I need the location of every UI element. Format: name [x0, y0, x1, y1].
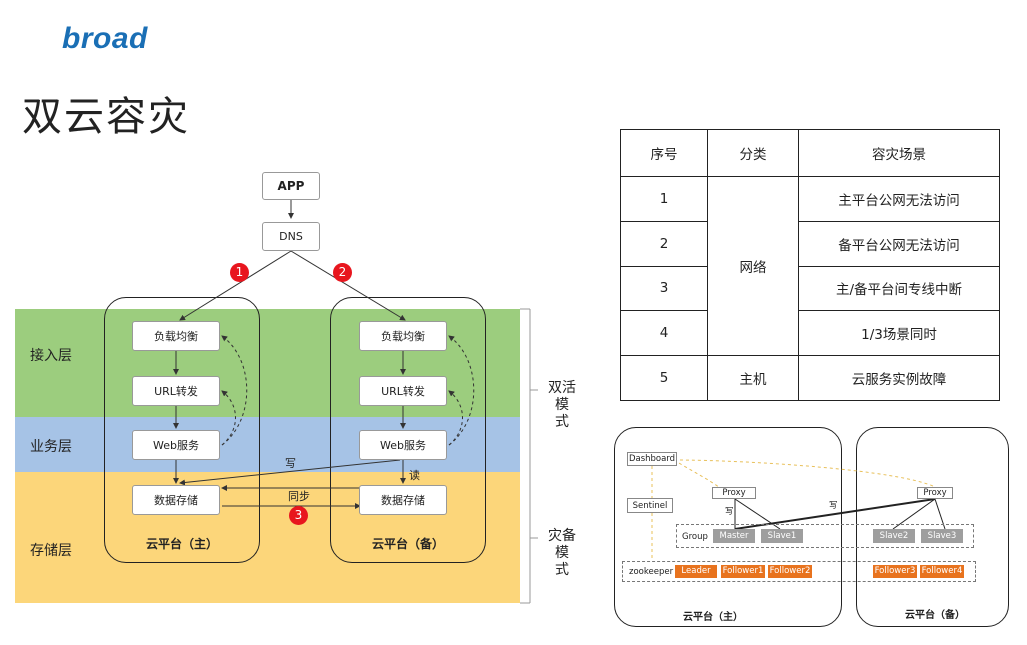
zookeeper-container	[622, 561, 976, 582]
table-row: 2 备平台公网无法访问	[620, 220, 1000, 267]
follower3-node: Follower3	[873, 565, 917, 578]
primary-lb-node: 负载均衡	[132, 321, 220, 351]
business-layer-label: 业务层	[30, 439, 72, 455]
sync-label: 同步	[288, 490, 310, 503]
brand-logo: broad	[62, 22, 148, 55]
access-layer-label: 接入层	[30, 348, 72, 364]
master-node: Master	[713, 529, 755, 543]
slave2-node: Slave2	[873, 529, 915, 543]
row-scene: 云服务实例故障	[798, 355, 1000, 401]
header-category: 分类	[707, 129, 799, 177]
right-write-label-1: 写	[725, 507, 734, 517]
badge-2: 2	[333, 263, 352, 282]
group-label: Group	[682, 532, 708, 542]
right-backup-platform-label: 云平台（备）	[905, 610, 965, 621]
read-label: 读	[409, 469, 420, 482]
right-backup-platform-frame	[856, 427, 1009, 627]
primary-proxy-node: Proxy	[712, 487, 756, 499]
slave1-node: Slave1	[761, 529, 803, 543]
right-primary-platform-label: 云平台（主）	[683, 612, 743, 623]
sentinel-node: Sentinel	[627, 498, 673, 513]
badge-3: 3	[289, 506, 308, 525]
backup-proxy-node: Proxy	[917, 487, 953, 499]
dashboard-node: Dashboard	[627, 452, 677, 466]
follower1-node: Follower1	[721, 565, 765, 578]
primary-platform-label: 云平台（主）	[145, 537, 218, 551]
primary-db-node: 数据存储	[132, 485, 220, 515]
backup-platform-frame	[330, 297, 486, 563]
follower4-node: Follower4	[920, 565, 964, 578]
right-write-label-2: 写	[829, 501, 838, 511]
backup-db-node: 数据存储	[359, 485, 447, 515]
row-scene: 备平台公网无法访问	[798, 220, 1000, 267]
follower2-node: Follower2	[768, 565, 812, 578]
primary-platform-frame	[104, 297, 260, 563]
table-row: 1 网络 主平台公网无法访问	[620, 175, 1000, 357]
storage-layer-label: 存储层	[30, 543, 72, 559]
backup-lb-node: 负载均衡	[359, 321, 447, 351]
backup-platform-label: 云平台（备）	[371, 537, 444, 551]
leader-node: Leader	[675, 565, 717, 578]
row-scene: 1/3场景同时	[798, 310, 1000, 357]
row-category: 主机	[707, 355, 799, 401]
table-row: 4 1/3场景同时	[620, 310, 1000, 357]
primary-web-node: Web服务	[132, 430, 220, 460]
row-no: 5	[620, 355, 708, 401]
page-title: 双云容灾	[22, 94, 190, 140]
dns-node: DNS	[262, 222, 320, 251]
zookeeper-label: zookeeper	[629, 567, 674, 577]
row-no: 3	[620, 265, 708, 312]
slave3-node: Slave3	[921, 529, 963, 543]
backup-web-node: Web服务	[359, 430, 447, 460]
write-label: 写	[285, 457, 296, 470]
row-no: 2	[620, 220, 708, 267]
row-scene: 主平台公网无法访问	[798, 176, 1000, 222]
scenario-table: 序号 分类 容灾场景 1 网络 主平台公网无法访问 2 备平台公网无法访问 3 …	[620, 129, 1000, 401]
header-scene: 容灾场景	[798, 129, 1000, 177]
right-primary-platform-frame	[614, 427, 842, 627]
backup-url-node: URL转发	[359, 376, 447, 406]
primary-url-node: URL转发	[132, 376, 220, 406]
table-row: 3 主/备平台间专线中断	[620, 265, 1000, 312]
disaster-backup-mode-label: 灾备模式	[548, 528, 576, 578]
header-no: 序号	[620, 129, 708, 177]
table-row: 5 主机 云服务实例故障	[620, 355, 1000, 401]
row-scene: 主/备平台间专线中断	[798, 265, 1000, 312]
active-active-mode-label: 双活模式	[548, 380, 576, 430]
network-category-cell: 网络	[707, 175, 799, 357]
group-container	[676, 524, 974, 548]
badge-1: 1	[230, 263, 249, 282]
app-node: APP	[262, 172, 320, 200]
